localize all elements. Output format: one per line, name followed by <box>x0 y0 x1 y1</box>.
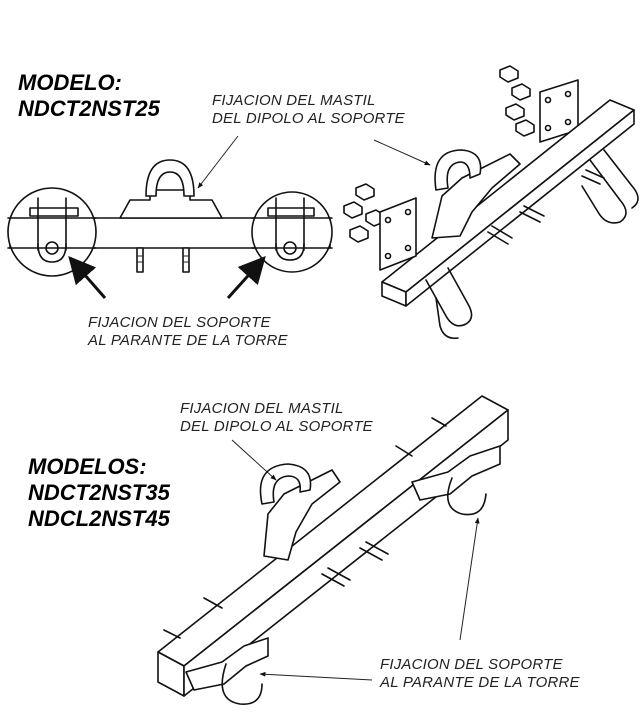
bottom-support-label-line1: FIJACION DEL SOPORTE <box>380 656 563 673</box>
bottom-right-u-bolt <box>446 477 487 516</box>
bottom-support-label-line2: AL PARANTE DE LA TORRE <box>380 674 580 691</box>
bottom-left-u-bolt <box>221 663 263 705</box>
top-support-label-line1: FIJACION DEL SOPORTE <box>88 314 271 331</box>
bottom-right-support-arrow <box>459 517 480 641</box>
top-mast-label-line1: FIJACION DEL MASTIL <box>212 92 376 109</box>
bottom-mast-clamp <box>263 469 341 561</box>
exploded-mast-arrow <box>373 139 431 166</box>
front-left-support-arrow <box>68 255 107 299</box>
model-title: MODELO: <box>18 70 122 95</box>
bottom-mast-label-line1: FIJACION DEL MASTIL <box>180 400 344 417</box>
exploded-mast-clamp <box>431 153 521 239</box>
exploded-left-plate <box>379 197 417 271</box>
top-mast-label-line2: DEL DIPOLO AL SOPORTE <box>212 110 405 127</box>
exploded-view-bracket <box>343 65 639 340</box>
center-mast-clamp <box>119 189 223 219</box>
front-right-support-arrow <box>226 255 266 300</box>
exploded-u-bolt <box>434 149 482 191</box>
bottom-mast-label-line2: DEL DIPOLO AL SOPORTE <box>180 418 373 435</box>
bottom-mast-arrow <box>231 439 277 481</box>
model-code: NDCT2NST25 <box>18 96 160 121</box>
exploded-beam-top <box>381 99 635 293</box>
bottom-left-support-arrow <box>259 671 373 681</box>
top-support-label-line2: AL PARANTE DE LA TORRE <box>88 332 288 349</box>
exploded-beam-side <box>405 109 635 307</box>
bottom-bracket-assembly <box>157 395 509 705</box>
model-code-2: NDCL2NST45 <box>28 506 170 531</box>
right-clamp-plate <box>267 207 315 217</box>
front-view-bracket <box>7 159 333 277</box>
left-clamp-plate <box>29 207 79 217</box>
bottom-beam-side <box>183 409 509 697</box>
models-title: MODELOS: <box>28 454 147 479</box>
model-code-1: NDCT2NST35 <box>28 480 170 505</box>
front-mast-arrow <box>197 135 239 189</box>
bottom-beam-top <box>157 395 509 667</box>
center-u-bolt <box>145 159 195 197</box>
bottom-left-clamp <box>185 637 269 691</box>
bottom-mast-u-bolt <box>259 463 312 505</box>
bottom-right-clamp <box>411 445 501 501</box>
